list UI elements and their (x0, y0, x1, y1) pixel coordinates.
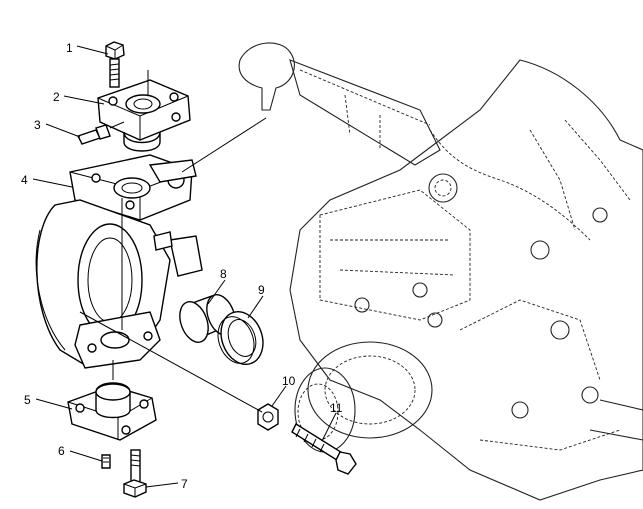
grease-nipple-upper (77, 121, 125, 145)
callout-9: 9 (258, 283, 265, 297)
nut (257, 403, 279, 431)
callout-3: 3 (34, 118, 41, 132)
callout-6: 6 (58, 444, 65, 458)
callout-7: 7 (181, 477, 188, 491)
upper-kingpin-cap (97, 70, 191, 152)
callout-2: 2 (53, 90, 60, 104)
tie-rod-leader (181, 117, 267, 173)
callout-leaders (32, 45, 337, 488)
axis-leader (79, 311, 263, 413)
grease-nipple-lower (101, 454, 111, 469)
lower-kingpin-cap (67, 360, 157, 441)
callout-11: 11 (330, 401, 343, 415)
callout-10: 10 (282, 374, 296, 388)
seal (217, 311, 264, 365)
long-bolt (291, 422, 357, 475)
callout-5: 5 (24, 393, 31, 407)
callout-labels: 1 2 3 4 5 6 7 8 9 10 11 (21, 41, 343, 491)
bolt-bottom (123, 449, 147, 498)
axle-housing-background (238, 42, 643, 501)
callout-1: 1 (66, 41, 73, 55)
callout-8: 8 (220, 267, 227, 281)
steering-knuckle (35, 154, 203, 369)
callout-4: 4 (21, 173, 28, 187)
bolt-top (105, 41, 125, 88)
